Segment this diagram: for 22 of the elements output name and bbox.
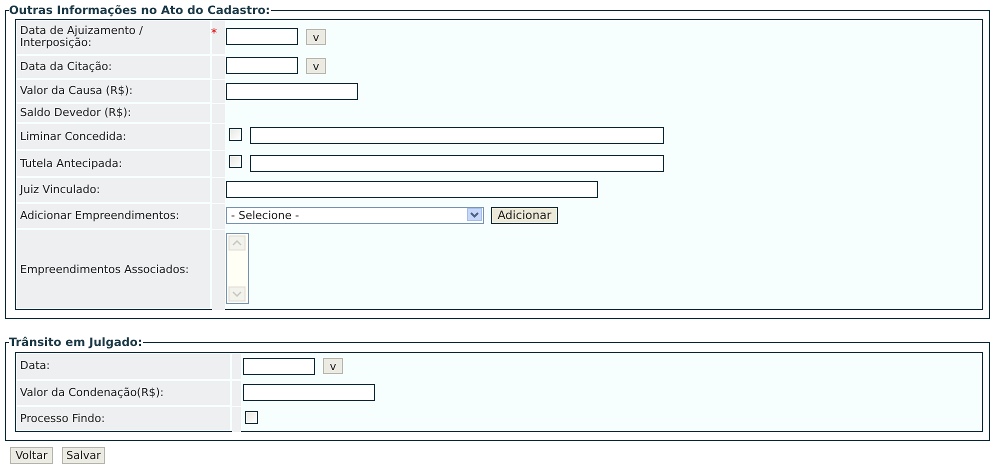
action-button: Salvar xyxy=(62,447,105,464)
section-title: Trânsito em Julgado: xyxy=(9,335,144,349)
field-label: Data de Ajuizamento / Interposição: xyxy=(16,20,210,54)
field-label: Processo Findo: xyxy=(16,407,230,431)
field-label: Valor da Causa (R$): xyxy=(16,80,210,102)
add-button: Adicionar xyxy=(491,207,558,224)
required-mark: * xyxy=(211,27,218,39)
field-label: Juiz Vinculado: xyxy=(16,178,210,202)
field-label: Data: xyxy=(16,353,230,379)
calendar-button: v xyxy=(306,29,326,45)
calendar-button: v xyxy=(306,58,326,74)
field-label: Adicionar Empreendimentos: xyxy=(16,204,210,228)
calendar-button: v xyxy=(323,358,343,374)
field-label: Data da Citação: xyxy=(16,56,210,78)
field-label: Tutela Antecipada: xyxy=(16,151,210,176)
field-label: Empreendimentos Associados: xyxy=(16,230,210,309)
field-label: Valor da Condenação(R$): xyxy=(16,381,230,405)
dropdown-select: - Selecione - xyxy=(226,207,484,224)
section-title: Outras Informações no Ato do Cadastro: xyxy=(9,3,272,17)
action-button: Voltar xyxy=(10,447,53,464)
field-label: Saldo Devedor (R$): xyxy=(16,104,210,122)
field-label: Liminar Concedida: xyxy=(16,124,210,149)
